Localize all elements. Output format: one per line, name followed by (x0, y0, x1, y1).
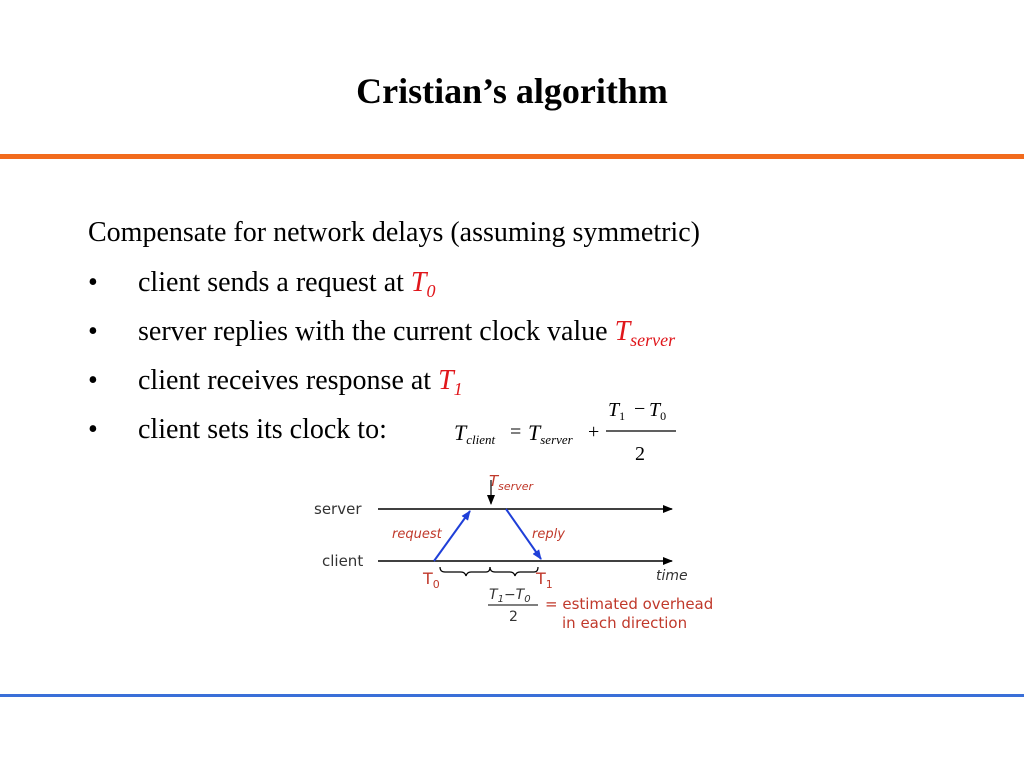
client-timeline-label: client (322, 552, 363, 570)
overhead-numerator: T1−T0 (489, 587, 531, 605)
bullet-marker: • (88, 267, 98, 298)
bullet-marker: • (88, 414, 98, 445)
slide-title: Cristian’s algorithm (356, 71, 668, 111)
clock-formula: Tclient = Tserver + T1 − T0 2 (454, 398, 676, 465)
reply-arrow (505, 508, 542, 560)
t0-label: T0 (422, 569, 440, 591)
request-arrow (433, 510, 471, 562)
timing-diagram: server client Tserver request reply T0 T… (314, 472, 713, 632)
formula-denominator: 2 (635, 443, 645, 465)
bullet-text: client sets its clock to: (138, 414, 387, 445)
formula-lhs: Tclient (454, 420, 496, 447)
variable-t1: T1 (438, 365, 463, 399)
time-axis-label: time (656, 568, 688, 584)
second-half-brace (489, 566, 539, 577)
formula-tserver: Tserver (528, 420, 574, 447)
bottom-divider (0, 694, 1024, 697)
top-divider (0, 154, 1024, 159)
variable-tserver: Tserver (614, 316, 676, 350)
bullet-text: client receives response at (138, 365, 439, 396)
bullet-text: client sends a request at (138, 267, 411, 298)
overhead-denominator: 2 (509, 609, 518, 625)
variable-t0: T0 (410, 267, 436, 301)
overhead-caption-line2: in each direction (562, 614, 687, 632)
formula-equals: = (510, 421, 521, 443)
tserver-label: Tserver (489, 472, 534, 493)
bullet-marker: • (88, 365, 98, 396)
reply-label: reply (532, 527, 565, 542)
first-half-brace (439, 566, 491, 577)
bullet-marker: • (88, 316, 98, 347)
bullet-text: server replies with the current clock va… (138, 316, 615, 347)
request-label: request (392, 527, 443, 542)
formula-minus: − (634, 398, 645, 420)
formula-numerator-a: T1 (608, 399, 625, 423)
formula-numerator-b: T0 (649, 399, 666, 423)
overhead-caption-line1: = estimated overhead (545, 595, 713, 613)
intro-line: Compensate for network delays (assuming … (88, 217, 700, 248)
formula-plus: + (588, 421, 599, 443)
server-timeline-label: server (314, 500, 362, 518)
t1-label: T1 (535, 569, 553, 591)
